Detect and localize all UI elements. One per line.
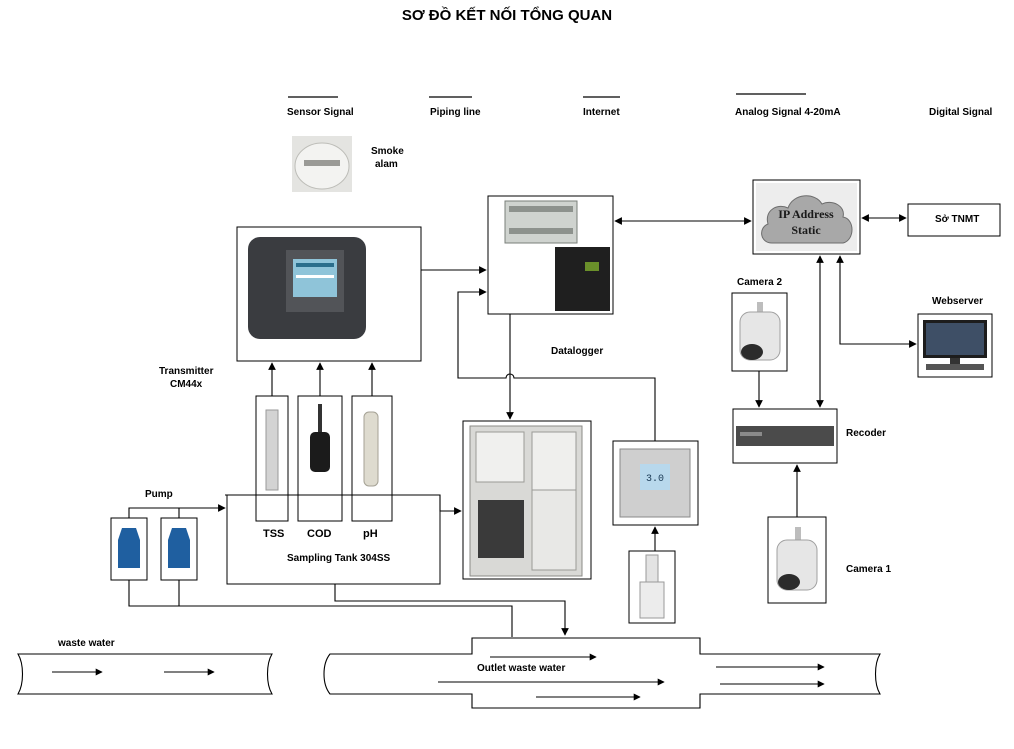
outlet-waste-water-pipe [323,637,881,709]
smoke-alarm-label-2: alam [375,159,398,170]
pump-1 [110,517,148,581]
plc-ups-box [487,195,614,315]
flow-meter-display [612,440,699,526]
pump-2 [160,517,198,581]
legend-piping-line: Piping line [430,107,481,118]
outlet-waste-water-label: Outlet waste water [477,663,566,674]
ip-static-label: Static [791,223,821,237]
transmitter-cm44x [236,226,422,362]
recorder [732,408,838,464]
ultrasonic-level-sensor [628,550,676,624]
tss-label: TSS [263,528,285,540]
camera-2-label: Camera 2 [737,277,783,288]
legend-analog-signal: Analog Signal 4-20mA [735,107,841,118]
transmitter-label-1: Transmitter [159,366,214,377]
sensor-ph [351,395,393,522]
sampling-tank-label: Sampling Tank 304SS [287,553,391,564]
recorder-label: Recoder [846,428,887,439]
webserver-computer [917,313,993,378]
ph-label: pH [363,528,378,540]
waste-water-pipe [17,653,273,695]
meter-display-value: 3.0 [646,474,664,485]
camera-2 [731,292,788,372]
legend-lines [288,93,806,98]
waste-water-label: waste water [58,638,115,649]
legend-digital-signal: Digital Signal [929,107,993,118]
datalogger-label: Datalogger [551,346,604,357]
legend-internet: Internet [583,107,620,118]
so-tnmt-box [907,203,1001,237]
so-tnmt-label: Sở TNMT [935,214,980,225]
ip-address-label: IP Address [778,207,834,221]
ip-static-cloud [752,179,861,255]
camera-1 [767,516,827,604]
cod-label: COD [307,528,332,540]
smoke-alarm [292,136,352,192]
pump-label: Pump [145,489,173,500]
sampling-tank-box [226,494,441,585]
transmitter-label-2: CM44x [170,379,203,390]
smoke-alarm-label-1: Smoke [371,146,404,157]
page-title: SƠ ĐỒ KẾT NỐI TỔNG QUAN [401,7,613,24]
legend-sensor-signal: Sensor Signal [287,107,354,118]
webserver-label: Webserver [932,296,983,307]
camera-1-label: Camera 1 [846,564,892,575]
sensor-tss [255,395,289,522]
sensor-cod [297,395,343,522]
control-cabinet [462,420,592,580]
connection-lines [128,214,917,637]
